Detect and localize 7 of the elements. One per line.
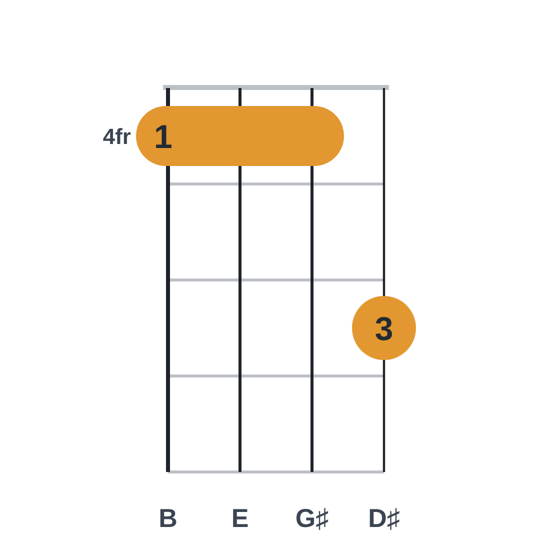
fret-number: 4fr	[102, 126, 131, 148]
finger-number: 3	[374, 312, 394, 344]
string-name: D♯	[368, 505, 400, 531]
string-name: B	[158, 505, 178, 531]
finger-number: 1	[154, 120, 172, 152]
string-name: G♯	[295, 505, 329, 531]
string-name: E	[231, 505, 249, 531]
